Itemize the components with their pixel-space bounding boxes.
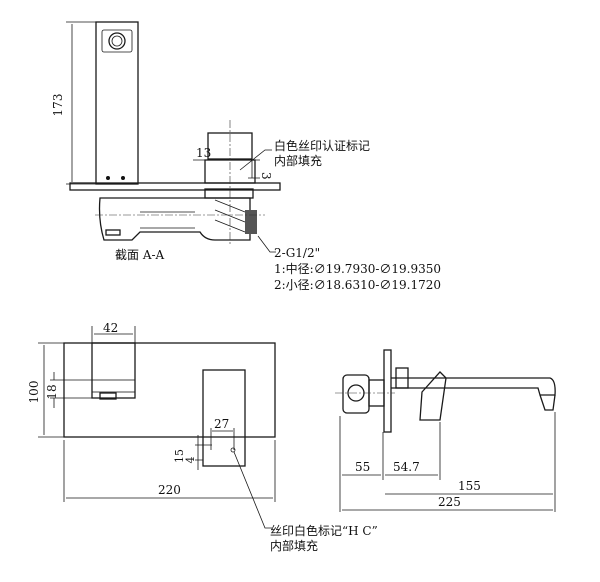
- front-view: 42 100 18 15 4 27 220 丝印白色标记“H C” 内部填充: [27, 321, 378, 553]
- thread-pitch-diameter: 1:中径:∅19.7930-∅19.9350: [274, 261, 441, 276]
- dim-155: 155: [458, 479, 481, 493]
- section-caption: 截面 A-A: [115, 248, 165, 262]
- side-view: 55 54.7 155 225: [335, 349, 556, 512]
- dim-54-7: 54.7: [393, 460, 420, 474]
- cert-mark-note-1: 白色丝印认证标记: [274, 138, 370, 153]
- dim-18: 18: [45, 384, 59, 399]
- wall-plate: [69, 182, 281, 191]
- dim-13: 13: [196, 146, 211, 160]
- dim-220: 220: [158, 483, 181, 497]
- dim-55: 55: [355, 460, 370, 474]
- dim-15: 15: [173, 449, 186, 463]
- cert-mark-note-2: 内部填充: [274, 153, 322, 168]
- spout-body: [95, 21, 139, 185]
- section-view: 173 13 3 白色丝印认证标记 内部填充 截面 A-A 2-G1/2" 1:…: [51, 21, 441, 292]
- dim-100: 100: [27, 381, 41, 404]
- valve-body-side: [342, 374, 370, 414]
- dim-27: 27: [214, 417, 229, 431]
- dim-173: 173: [51, 94, 65, 117]
- dim-42: 42: [103, 321, 118, 335]
- handle-front: [202, 369, 246, 467]
- hc-mark-note-2: 内部填充: [270, 538, 318, 553]
- hc-mark-note-1: 丝印白色标记“H C”: [270, 523, 378, 538]
- dim-225: 225: [438, 495, 461, 509]
- thread-title: 2-G1/2": [274, 246, 320, 260]
- aerator: [108, 32, 126, 50]
- wall-plate-side: [383, 349, 392, 433]
- handle-side: [419, 371, 447, 421]
- wall-plate-front: [63, 342, 276, 438]
- dim-3: 3: [259, 172, 273, 180]
- dim-4: 4: [184, 457, 197, 464]
- spout-front: [91, 342, 136, 399]
- thread-minor-diameter: 2:小径:∅18.6310-∅19.1720: [274, 278, 441, 292]
